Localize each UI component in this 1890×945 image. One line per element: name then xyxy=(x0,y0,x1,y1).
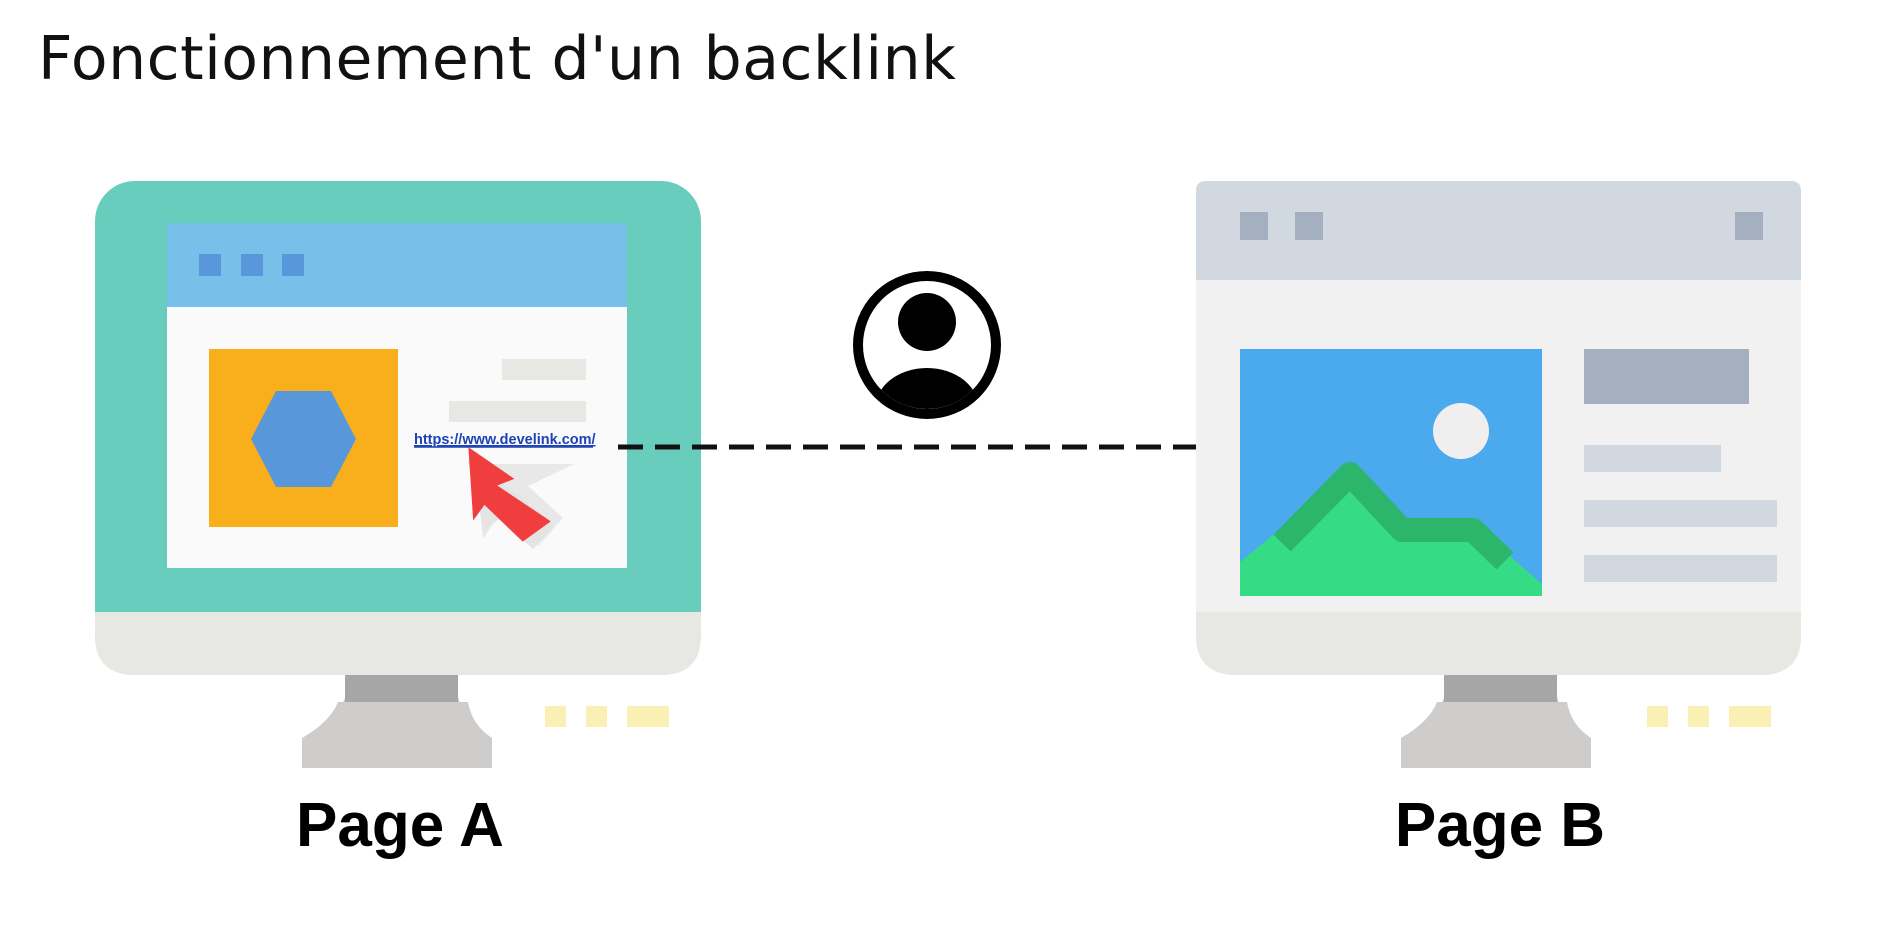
monitor-b-deco-2 xyxy=(1688,706,1709,727)
arrow-cursor-icon xyxy=(468,447,574,549)
monitor-b-window-dot-1 xyxy=(1240,212,1268,240)
text-line-placeholder-4 xyxy=(1584,500,1777,527)
heading-placeholder xyxy=(1584,349,1749,404)
text-line-placeholder-5 xyxy=(1584,555,1777,582)
hexagon-icon xyxy=(251,391,356,487)
page-b-label: Page B xyxy=(1394,791,1606,860)
monitor-b-stand-shade xyxy=(1444,672,1557,702)
user-circle-icon xyxy=(853,271,1001,419)
monitor-a-window-dot-2 xyxy=(241,254,263,276)
monitor-b-window-dot-3 xyxy=(1735,212,1763,240)
link-connector xyxy=(618,433,1235,461)
monitor-b-deco-1 xyxy=(1647,706,1668,727)
monitor-a-window-dot-3 xyxy=(282,254,304,276)
backlink-anchor[interactable]: https://www.develink.com/ xyxy=(414,432,596,448)
monitor-a-deco-3 xyxy=(627,706,669,727)
monitor-a-stand-curve xyxy=(302,702,492,768)
text-line-placeholder-2 xyxy=(449,401,586,422)
monitor-a-browser-header xyxy=(167,223,627,307)
monitor-page-b xyxy=(1196,181,1801,768)
monitor-b-chin xyxy=(1196,612,1801,675)
page-a-label: Page A xyxy=(296,791,504,860)
monitor-a-deco-1 xyxy=(545,706,566,727)
monitor-a-window-dot-1 xyxy=(199,254,221,276)
monitor-b-deco-3 xyxy=(1729,706,1771,727)
monitor-b-stand-curve xyxy=(1401,702,1591,768)
monitor-a-deco-2 xyxy=(586,706,607,727)
monitor-a-stand-shade xyxy=(345,672,458,702)
text-line-placeholder-1 xyxy=(502,359,586,380)
monitor-a-chin xyxy=(95,612,701,675)
image-landscape-icon xyxy=(1240,349,1542,596)
monitor-page-a: https://www.develink.com/ xyxy=(95,181,701,768)
monitor-b-window-dot-2 xyxy=(1295,212,1323,240)
page-title: Fonctionnement d'un backlink xyxy=(38,24,957,94)
text-line-placeholder-3 xyxy=(1584,445,1721,472)
monitor-b-header xyxy=(1196,181,1801,280)
